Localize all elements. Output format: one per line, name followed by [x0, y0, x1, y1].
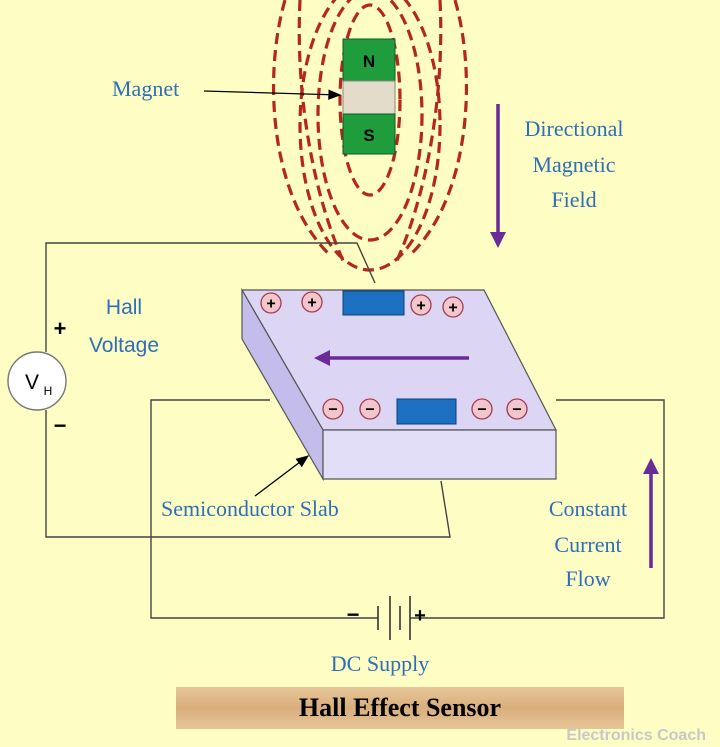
title-banner: Hall Effect Sensor — [176, 687, 624, 729]
negative-charge: − — [322, 398, 344, 420]
positive-charge: + — [301, 291, 323, 313]
constant-current-label: Constant Current Flow — [549, 496, 627, 591]
semiconductor-slab-label: Semiconductor Slab — [161, 496, 339, 521]
watermark: Electronics Coach — [566, 727, 706, 744]
positive-charge: + — [410, 294, 432, 316]
voltmeter-subscript: H — [44, 384, 53, 398]
negative-charges: − − − − — [322, 398, 528, 420]
magnet-middle — [342, 80, 396, 115]
voltmeter: V H — [7, 351, 67, 411]
hall-wire-top — [45, 242, 376, 352]
negative-charge: − — [506, 398, 528, 420]
svg-text:+: + — [448, 300, 457, 317]
voltmeter-circle — [7, 351, 67, 411]
svg-text:−: − — [365, 402, 374, 419]
magnet-pointer-arrow — [203, 89, 342, 100]
field-line — [408, 0, 468, 257]
slab-pointer-arrow — [254, 455, 310, 497]
svg-text:+: + — [416, 298, 425, 315]
diagram-title: Hall Effect Sensor — [298, 693, 502, 722]
hall-voltage-label-line-2: Voltage — [89, 334, 159, 357]
magnet-label: Magnet — [112, 76, 179, 101]
slab-front-face — [322, 429, 557, 480]
circuit-wires — [45, 242, 665, 619]
field-line — [316, 0, 424, 242]
directional-field-label: Directional Magnetic Field — [525, 116, 624, 212]
svg-text:−: − — [477, 402, 486, 419]
voltmeter-minus-sign: − — [54, 413, 67, 438]
slab-contact-top — [342, 290, 405, 316]
voltmeter-plus-sign: + — [54, 316, 67, 341]
battery-minus-sign: − — [347, 602, 360, 627]
magnetic-field-lines — [272, 0, 468, 272]
dc-supply-label: DC Supply — [331, 651, 429, 676]
svg-text:+: + — [266, 296, 275, 313]
directional-field-line-2: Magnetic — [532, 152, 615, 177]
voltmeter-label: V — [25, 371, 39, 394]
negative-charge: − — [471, 398, 493, 420]
magnet-north-pole — [342, 38, 396, 82]
battery-plus-sign: + — [414, 605, 426, 627]
field-line — [298, 0, 442, 272]
positive-charges: + + + + — [260, 291, 464, 318]
magnet-south-pole — [342, 113, 396, 155]
field-line — [338, 3, 402, 197]
field-line — [393, 0, 443, 266]
slab-flow-arrow — [314, 350, 469, 366]
field-line — [297, 0, 347, 266]
supply-wire-right — [410, 399, 665, 619]
constant-current-line-2: Current — [554, 532, 621, 557]
magnet: N S — [342, 38, 396, 155]
svg-text:−: − — [512, 402, 521, 419]
slab-contact-bottom — [396, 398, 457, 425]
svg-text:−: − — [328, 402, 337, 419]
constant-current-line-3: Flow — [565, 566, 610, 591]
hall-voltage-label-line-1: Hall — [106, 296, 142, 319]
current-direction-arrow — [643, 458, 659, 568]
magnet-north-label: N — [363, 52, 375, 71]
negative-charge: − — [359, 398, 381, 420]
magnet-south-label: S — [363, 126, 374, 145]
directional-field-line-3: Field — [551, 187, 596, 212]
field-direction-arrow — [490, 104, 506, 248]
positive-charge: + — [442, 296, 464, 318]
semiconductor-slab — [240, 287, 557, 482]
constant-current-line-1: Constant — [549, 496, 627, 521]
supply-wire-left — [150, 399, 378, 619]
dc-battery — [377, 596, 411, 640]
directional-field-line-1: Directional — [525, 116, 624, 141]
positive-charge: + — [260, 292, 282, 314]
field-line — [272, 0, 332, 257]
hall-wire-bottom — [45, 410, 451, 538]
svg-text:+: + — [307, 295, 316, 312]
